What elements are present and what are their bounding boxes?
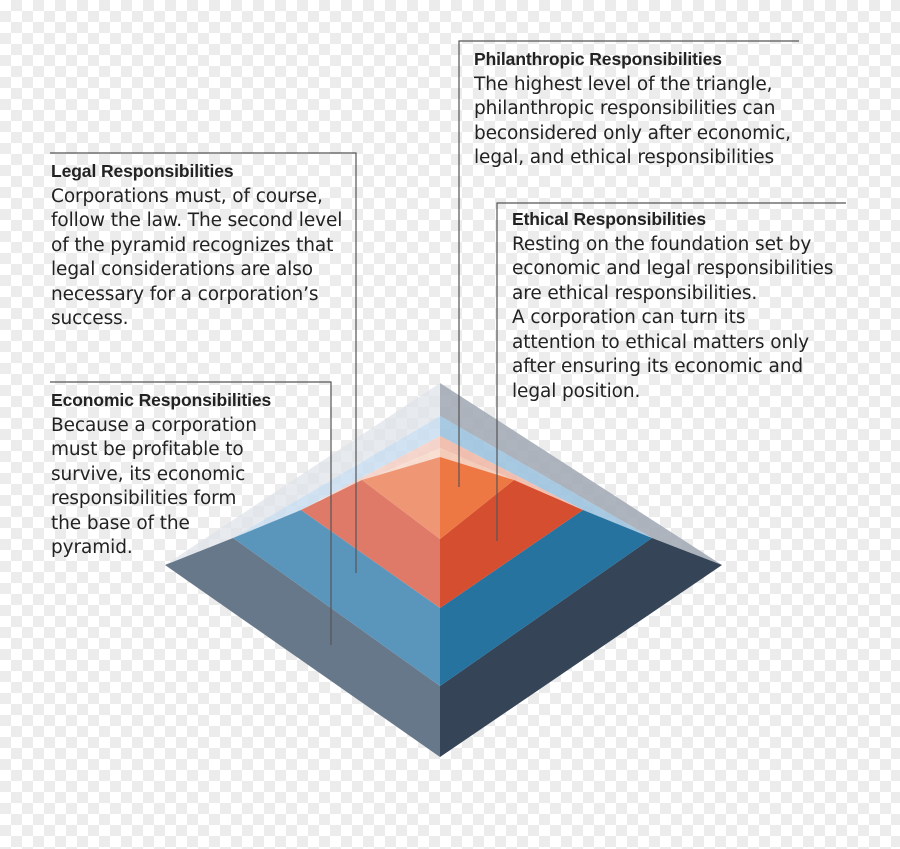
tier-ethical-left-face	[301, 480, 440, 608]
leader-lines	[50, 40, 846, 645]
tier-legal-left-face	[233, 510, 440, 686]
label-legal: Legal Responsibilities Corporations must…	[51, 159, 353, 332]
economic-title: Economic Responsibilities	[51, 390, 272, 410]
tier-legal-right-face	[440, 510, 652, 686]
leader-line-philanthropic	[458, 40, 799, 487]
leader-line-legal	[50, 152, 357, 573]
ethical-description: Resting on the foundation set by economi…	[512, 233, 834, 402]
tier-ethical-right-face	[440, 480, 583, 608]
leader-line-economic	[50, 381, 332, 645]
tier-economic-left-face	[165, 538, 440, 757]
economic-description: Because a corporation must be profitable…	[51, 414, 257, 559]
philanthropic-description: The highest level of the triangle, phila…	[474, 73, 791, 169]
leader-line-ethical	[496, 202, 846, 541]
tier-ethical	[301, 480, 583, 608]
ethical-title: Ethical Responsibilities	[512, 209, 707, 229]
tier-economic	[165, 538, 722, 757]
legal-title: Legal Responsibilities	[51, 161, 234, 181]
label-ethical: Ethical Responsibilities Resting on the …	[512, 207, 857, 404]
tier-economic-right-face	[440, 538, 722, 757]
label-economic: Economic Responsibilities Because a corp…	[51, 388, 326, 561]
tier-legal	[233, 510, 652, 686]
philanthropic-title: Philanthropic Responsibilities	[474, 49, 722, 69]
label-philanthropic: Philanthropic Responsibilities The highe…	[474, 47, 804, 171]
pyramid-ghost-top	[165, 383, 722, 565]
tier-philanthropic-left-face	[362, 457, 440, 539]
legal-description: Corporations must, of course, follow the…	[51, 185, 343, 330]
